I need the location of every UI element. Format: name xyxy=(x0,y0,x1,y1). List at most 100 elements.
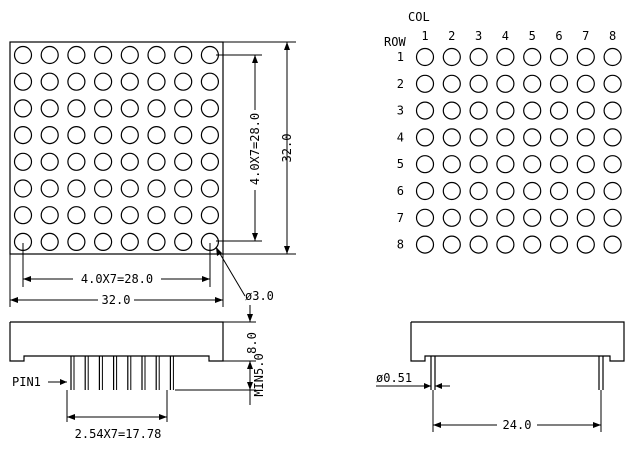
front-led-circle xyxy=(147,179,166,198)
end-view: ø0.51 24.0 xyxy=(376,321,625,432)
front-led-circle xyxy=(174,152,193,171)
front-led-circle xyxy=(13,206,33,225)
front-led-circle xyxy=(200,206,219,225)
front-led-circle xyxy=(200,72,219,91)
front-led-circle xyxy=(40,126,59,145)
front-led-circle xyxy=(200,45,219,65)
schematic-led-circle xyxy=(576,181,595,201)
front-led-circle xyxy=(174,232,193,251)
schematic-led-circle xyxy=(442,155,461,174)
schematic-led-circle xyxy=(496,235,515,254)
schematic-col-label: 1 xyxy=(421,29,428,43)
front-led-circle xyxy=(120,206,139,225)
side-view: 8.0 MIN5.0 PIN1 2.54X7=17.78 xyxy=(9,305,266,441)
front-led-circle xyxy=(147,152,166,171)
schematic-led-circle xyxy=(496,208,515,227)
front-led-circle xyxy=(174,72,193,91)
schematic-led-circle xyxy=(603,181,622,201)
side-pitch-arrow-right xyxy=(159,414,167,420)
row-spacing-label-bg xyxy=(497,417,537,431)
schematic-col-label: 2 xyxy=(448,29,455,43)
front-view-body-outline xyxy=(9,41,224,255)
schematic-led-circle xyxy=(523,101,542,120)
schematic-row-label: 3 xyxy=(397,104,404,118)
end-view-body-outline xyxy=(410,321,625,362)
front-led-circle xyxy=(174,45,193,65)
row-spacing-label: 24.0 xyxy=(503,418,532,432)
schematic-led-circle xyxy=(469,155,488,174)
schematic-led-circle xyxy=(549,235,569,254)
pin-diameter-arrow-right xyxy=(435,383,442,389)
front-led-circle xyxy=(120,126,139,145)
col-header: COL xyxy=(408,10,430,24)
front-width-label: 32.0 xyxy=(102,293,131,307)
front-pitch-h-arrow-right xyxy=(202,276,210,282)
front-led-circle xyxy=(120,152,139,171)
schematic-led-circle xyxy=(469,235,488,254)
side-view-pins xyxy=(70,356,174,390)
front-led-circle xyxy=(13,179,33,198)
front-led-grid xyxy=(13,45,219,251)
side-pitch-arrow-left xyxy=(67,414,75,420)
front-led-circle xyxy=(120,232,139,251)
front-width-arrow-right xyxy=(215,297,223,303)
front-led-circle xyxy=(200,126,219,145)
schematic-led-circle xyxy=(523,47,542,67)
schematic-led-circle xyxy=(469,74,488,93)
schematic-led-circle xyxy=(496,47,515,67)
schematic-led-circle xyxy=(469,101,488,120)
schematic-led-circle xyxy=(442,74,461,93)
front-led-circle xyxy=(13,72,33,91)
schematic-led-circle xyxy=(415,155,435,174)
front-pitch-h-label-bg xyxy=(73,271,161,285)
front-led-circle xyxy=(200,179,219,198)
schematic-col-label: 5 xyxy=(529,29,536,43)
schematic-led-circle xyxy=(549,128,569,147)
front-led-circle xyxy=(13,126,33,145)
front-led-circle xyxy=(147,99,166,118)
schematic-row-label: 4 xyxy=(397,130,404,144)
schematic-led-circle xyxy=(415,181,435,201)
row-spacing-arrow-right xyxy=(593,422,601,428)
front-height-arrow-top xyxy=(284,42,290,50)
front-led-circle xyxy=(40,206,59,225)
schematic-led-circle xyxy=(576,155,595,174)
schematic-led-circle xyxy=(415,128,435,147)
front-led-circle xyxy=(13,152,33,171)
front-height-label: 32.0 xyxy=(280,134,294,163)
schematic-led-circle xyxy=(415,74,435,93)
front-led-circle xyxy=(67,45,86,65)
schematic-row-label: 1 xyxy=(397,50,404,64)
schematic-led-circle xyxy=(523,74,542,93)
schematic-led-circle xyxy=(442,101,461,120)
schematic-led-circle xyxy=(576,208,595,227)
front-led-circle xyxy=(93,152,113,171)
front-led-circle xyxy=(67,206,86,225)
schematic-led-circle xyxy=(549,155,569,174)
schematic-led-circle xyxy=(496,181,515,201)
front-pitch-v-label: 4.0X7=28.0 xyxy=(248,113,262,185)
schematic-led-circle xyxy=(442,47,461,67)
front-pitch-v-label-bg xyxy=(249,110,262,190)
front-led-circle xyxy=(67,232,86,251)
front-led-circle xyxy=(13,45,33,65)
front-led-circle xyxy=(147,232,166,251)
schematic-led-circle xyxy=(415,235,435,254)
front-led-circle xyxy=(67,72,86,91)
front-led-circle xyxy=(93,72,113,91)
schematic-led-circle xyxy=(576,235,595,254)
schematic-led-grid xyxy=(415,47,622,254)
front-view: 32.0 4.0X7=28.0 4.0X7=28.0 32.0 ø3.0 xyxy=(9,41,296,307)
schematic-led-circle xyxy=(442,181,461,201)
schematic-led-circle xyxy=(496,101,515,120)
front-led-circle xyxy=(40,99,59,118)
side-view-body-outline xyxy=(9,321,224,362)
front-led-circle xyxy=(40,179,59,198)
front-led-circle xyxy=(93,206,113,225)
front-width-label-bg xyxy=(98,292,134,306)
schematic-led-circle xyxy=(603,208,622,227)
front-led-circle xyxy=(174,179,193,198)
